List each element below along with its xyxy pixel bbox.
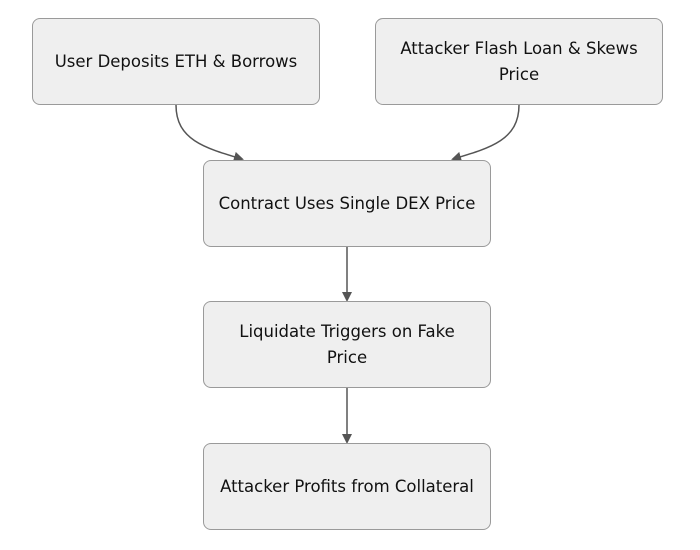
node-label: Attacker Profits from Collateral bbox=[220, 476, 474, 496]
node-attacker-flash-loan: Attacker Flash Loan & Skews Price bbox=[375, 18, 663, 105]
node-user-deposits: User Deposits ETH & Borrows bbox=[32, 18, 320, 105]
node-label: User Deposits ETH & Borrows bbox=[54, 51, 298, 71]
edge-user-deposits-to-contract bbox=[175, 104, 244, 162]
node-liquidate-triggers: Liquidate Triggers on Fake Price bbox=[203, 301, 491, 388]
node-label: Attacker Flash Loan & Skews Price bbox=[400, 38, 638, 84]
node-attacker-profits: Attacker Profits from Collateral bbox=[203, 443, 491, 530]
node-contract-uses-single-dex: Contract Uses Single DEX Price bbox=[203, 160, 491, 247]
node-label: Liquidate Triggers on Fake Price bbox=[239, 321, 455, 367]
node-label: Contract Uses Single DEX Price bbox=[218, 193, 476, 213]
edge-attacker-flash-to-contract bbox=[451, 104, 520, 162]
